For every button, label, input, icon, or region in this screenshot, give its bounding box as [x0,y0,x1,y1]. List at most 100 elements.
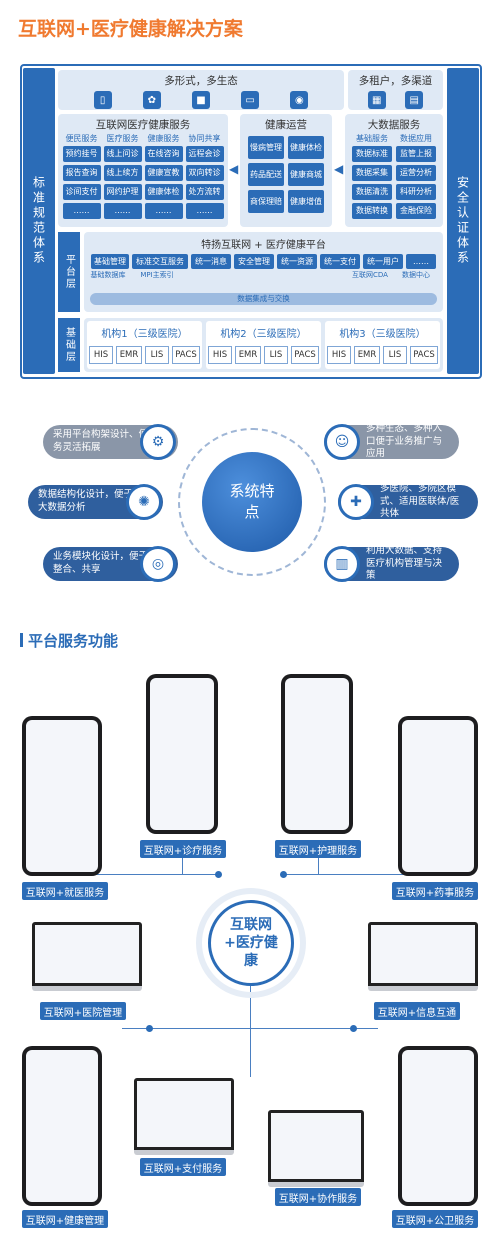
cell-more: …… [62,203,101,219]
cell-checkup: 健康体检 [144,184,183,200]
cell-report-query: 报告查询 [62,165,101,181]
system-emr: EMR [116,346,142,364]
hospital-icon: ✚ [338,484,374,520]
system-emr: EMR [235,346,261,364]
multi-tenant-panel: 多租户，多渠道 ▦ ▤ [348,70,443,110]
connector-dot [215,871,222,878]
cell-online-consult: 线上问诊 [103,146,142,162]
cell-prescription-flow: 处方流转 [185,184,224,200]
system-his: HIS [327,346,351,364]
connector-line [66,874,220,875]
platform-panel: 特扬互联网 + 医疗健康平台 基础管理 标准交互服务 统一消息 安全管理 统一资… [84,232,443,312]
connector-dot [280,871,287,878]
bd-header-app: 数据应用 [400,134,432,143]
plat-more: …… [406,254,436,269]
bd-report: 监管上报 [396,146,436,162]
users-icon: ☺ [324,424,360,460]
connector-dot [146,1025,153,1032]
label-xiezuo: 互联网+协作服务 [275,1188,361,1206]
cell-remote-consult: 远程会诊 [185,146,224,162]
header-health: 健康服务 [147,134,180,143]
bd-transform: 数据转换 [352,203,392,219]
ops-chronic: 慢病管理 [248,136,284,159]
plat-resource: 统一资源 [277,254,317,269]
system-lis: LIS [264,346,288,364]
arrow-left-icon: ◀ [229,162,239,176]
wechat-icon: ◉ [290,91,309,109]
big-data-panel: 大数据服务 基础服务 数据应用 数据标准 监管上报 数据采集 运营分析 数据清洗… [345,114,443,227]
bd-header-base: 基础服务 [356,134,388,143]
laptop-zhifu [134,1078,234,1155]
cell-nursing: 网约护理 [103,184,142,200]
cell-health-edu: 健康宣教 [144,165,183,181]
multi-tenant-title: 多租户，多渠道 [358,75,433,87]
institution-3: 机构3（三级医院） HIS EMR LIS PACS [325,321,440,369]
data-bus: 数据集成与交换 [90,293,437,305]
bd-standard: 数据标准 [352,146,392,162]
page-title: 互联网+医疗健康解决方案 [18,18,243,40]
label-zhenliao: 互联网+诊疗服务 [140,840,226,858]
cell-payment: 诊间支付 [62,184,101,200]
bd-collect: 数据采集 [352,165,392,181]
connector-line [182,856,183,874]
phone-huli [281,674,353,834]
gear-icon: ⚙ [140,424,176,460]
mini-program-icon: ✿ [142,91,161,109]
ops-mall: 健康商城 [288,163,324,186]
cylinder-mpi: MPI主索引 [140,271,174,279]
connector-line [318,856,319,874]
bd-clean: 数据清洗 [352,184,392,200]
cylinder-base-db: 基础数据库 [90,271,126,279]
phone-zhenliao [146,674,218,834]
section-title: 平台服务功能 [28,632,119,650]
app-icon: ■ [191,91,210,109]
header-collab: 协同共享 [188,134,221,143]
system-lis: LIS [383,346,407,364]
connector-line [284,874,438,875]
plat-user: 统一用户 [363,254,403,269]
big-data-title: 大数据服务 [367,119,421,131]
system-lis: LIS [145,346,169,364]
platform-title: 特扬互联网 + 医疗健康平台 [201,240,326,251]
system-his: HIS [208,346,232,364]
cell-online-advice: 在线咨询 [144,146,183,162]
label-jiankang: 互联网+健康管理 [22,1210,108,1228]
header-medical: 医疗服务 [106,134,139,143]
header-convenience: 便民服务 [65,134,98,143]
channel-icon: ▤ [405,91,424,109]
center-ring [196,888,306,998]
ops-value-added: 健康增值 [288,190,324,213]
web-icon: ▭ [241,91,260,109]
internet-medical-panel: 互联网医疗健康服务 便民服务 医疗服务 健康服务 协同共享 预约挂号 线上问诊 … [58,114,228,227]
arrow-left-icon: ◀ [334,162,344,176]
ops-checkup: 健康体检 [288,136,324,159]
phone-gongwei [398,1046,478,1206]
ops-insurance: 商保理赔 [248,190,284,213]
institution-2: 机构2（三级医院） HIS EMR LIS PACS [206,321,321,369]
cell-more: …… [185,203,224,219]
platform-layer-label: 平台层 [58,232,80,312]
phone-yaoshi [398,716,478,876]
system-pacs: PACS [172,346,200,364]
institution-title: 机构1（三级医院） [101,329,188,340]
bd-finance: 金融保险 [396,203,436,219]
plat-base-mgmt: 基础管理 [91,254,129,269]
laptop-yiyuan [32,922,142,991]
security-bar: 安全认证体系 [447,68,479,374]
plat-security: 安全管理 [234,254,274,269]
label-zhifu: 互联网+支付服务 [140,1158,226,1176]
multi-form-title: 多形式，多生态 [164,75,238,87]
chart-icon: ▥ [324,546,360,582]
label-xinxi: 互联网+信息互通 [374,1002,460,1020]
health-ops-panel: 健康运营 慢病管理 健康体检 药品配送 健康商城 商保理赔 健康增值 [240,114,332,227]
services-center: 互联网+医疗健康 [208,900,294,986]
label-yaoshi: 互联网+药事服务 [392,882,478,900]
connector-line [250,985,251,1077]
cell-more: …… [103,203,142,219]
plat-std-exchange: 标准交互服务 [132,254,188,269]
ops-drug-delivery: 药品配送 [248,163,284,186]
features-dashed-ring [178,428,326,576]
connector-dot [350,1025,357,1032]
label-huli: 互联网+护理服务 [275,840,361,858]
label-yiyuan: 互联网+医院管理 [40,1002,126,1020]
